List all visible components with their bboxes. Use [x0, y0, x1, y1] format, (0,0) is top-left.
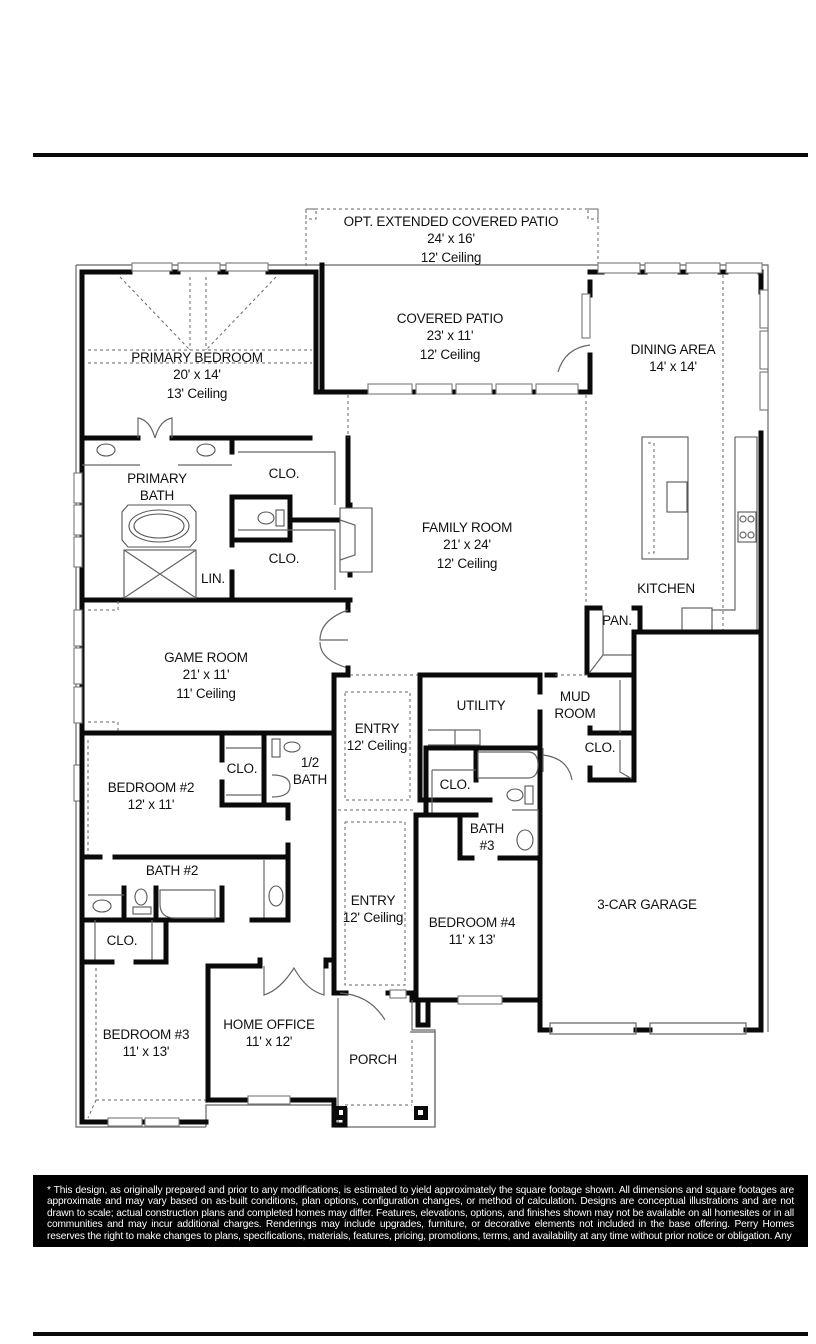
room-name: BATH #2 [145, 863, 199, 878]
room-label-bedroom-4: BEDROOM #4 11' x 13' [429, 914, 516, 948]
room-size: 23' x 11' [426, 328, 474, 343]
room-name: BEDROOM #2 [107, 780, 195, 795]
room-label-kitchen: KITCHEN [637, 580, 695, 597]
room-name: CLO. [106, 933, 138, 948]
room-ceiling: 12' Ceiling [436, 556, 498, 571]
room-size: 11' x 12' [245, 1034, 293, 1049]
room-name: BEDROOM #3 [102, 1027, 190, 1042]
room-label-mud-room: MUD ROOM [554, 688, 595, 722]
room-label-half-bath: 1/2 BATH [293, 754, 327, 788]
room-name: PAN. [602, 613, 632, 628]
room-name: FAMILY ROOM [421, 520, 513, 535]
room-label-utility: UTILITY [457, 697, 506, 714]
room-name-line1: 1/2 [300, 755, 320, 770]
room-name-line1: MUD [559, 689, 591, 704]
room-name: PORCH [349, 1052, 397, 1067]
room-size: 21' x 24' [443, 537, 491, 552]
room-label-bedroom-2: BEDROOM #2 12' x 11' [108, 779, 195, 813]
room-name-line2: #3 [479, 838, 495, 853]
opt-extended-patio-outline [305, 208, 599, 266]
room-name-line2: BATH [139, 488, 175, 503]
room-name-line2: ROOM [554, 706, 596, 721]
room-name: CLO. [226, 761, 258, 776]
room-name: CLO. [268, 466, 300, 481]
room-name: KITCHEN [637, 581, 695, 596]
room-name: DINING AREA [630, 342, 716, 357]
room-size: 12' x 11' [127, 797, 175, 812]
room-label-family-room: FAMILY ROOM 21' x 24' 12' Ceiling [421, 519, 513, 572]
disclaimer-text: * This design, as originally prepared an… [47, 1185, 794, 1242]
room-ceiling: 12' Ceiling [342, 910, 404, 925]
room-ceiling: 11' Ceiling [176, 686, 236, 701]
room-size: 20' x 14' [173, 367, 221, 382]
room-name: CLO. [584, 740, 616, 755]
room-label-bath-3: BATH #3 [470, 820, 504, 854]
room-size: 24' x 16' [427, 231, 475, 246]
room-name: ENTRY [350, 893, 396, 908]
room-label-bath3-closet: CLO. [440, 776, 471, 793]
room-label-linen: LIN. [201, 570, 225, 587]
room-name: PRIMARY BEDROOM [131, 350, 263, 365]
room-label-garage: 3-CAR GARAGE [597, 896, 697, 913]
room-name-line1: BATH [469, 821, 505, 836]
room-size: 11' x 13' [448, 932, 496, 947]
room-label-entry-1: ENTRY 12' Ceiling [346, 720, 408, 754]
room-label-covered-patio: COVERED PATIO 23' x 11' 12' Ceiling [396, 310, 504, 363]
room-ceiling: 12' Ceiling [346, 738, 408, 753]
room-label-primary-bath: PRIMARY BATH [127, 470, 187, 504]
room-size: 14' x 14' [649, 359, 697, 374]
room-name: ENTRY [354, 721, 400, 736]
room-name: 3-CAR GARAGE [597, 897, 697, 912]
room-label-mud-closet: CLO. [585, 739, 616, 756]
room-label-home-office: HOME OFFICE 11' x 12' [223, 1016, 315, 1050]
room-label-game-room: GAME ROOM 21' x 11' 11' Ceiling [164, 649, 248, 702]
room-label-dining-area: DINING AREA 14' x 14' [631, 341, 716, 375]
room-name: OPT. EXTENDED COVERED PATIO [343, 214, 559, 229]
room-label-primary-closet-1: CLO. [269, 465, 300, 482]
bottom-rule [33, 1332, 808, 1336]
disclaimer-box: * This design, as originally prepared an… [33, 1175, 808, 1247]
room-label-entry-2: ENTRY 12' Ceiling [342, 892, 404, 926]
room-label-bed2-closet: CLO. [227, 760, 258, 777]
room-label-opt-extended-patio: OPT. EXTENDED COVERED PATIO 24' x 16' 12… [344, 213, 559, 266]
room-name-line1: PRIMARY [127, 471, 187, 486]
room-name: BEDROOM #4 [428, 915, 516, 930]
room-label-porch: PORCH [349, 1051, 397, 1068]
room-name: CLO. [439, 777, 471, 792]
room-label-bedroom-3: BEDROOM #3 11' x 13' [103, 1026, 190, 1060]
room-name: LIN. [201, 571, 225, 586]
room-label-bath-2: BATH #2 [145, 862, 199, 879]
room-name-line2: BATH [292, 772, 328, 787]
room-ceiling: 12' Ceiling [419, 347, 481, 362]
room-ceiling: 12' Ceiling [420, 250, 482, 265]
room-size: 11' x 13' [122, 1044, 170, 1059]
room-name: HOME OFFICE [223, 1017, 315, 1032]
covered-patio-walls [319, 262, 764, 1033]
room-name: CLO. [268, 551, 300, 566]
room-label-primary-bedroom: PRIMARY BEDROOM 20' x 14' 13' Ceiling [131, 349, 263, 402]
top-rule [33, 153, 808, 157]
room-label-bed3-closet: CLO. [107, 932, 138, 949]
room-label-pantry: PAN. [602, 612, 632, 629]
room-label-primary-closet-2: CLO. [269, 550, 300, 567]
room-ceiling: 13' Ceiling [166, 386, 228, 401]
room-size: 21' x 11' [182, 667, 230, 682]
room-name: GAME ROOM [164, 650, 248, 665]
room-name: COVERED PATIO [396, 311, 504, 326]
room-name: UTILITY [456, 698, 506, 713]
